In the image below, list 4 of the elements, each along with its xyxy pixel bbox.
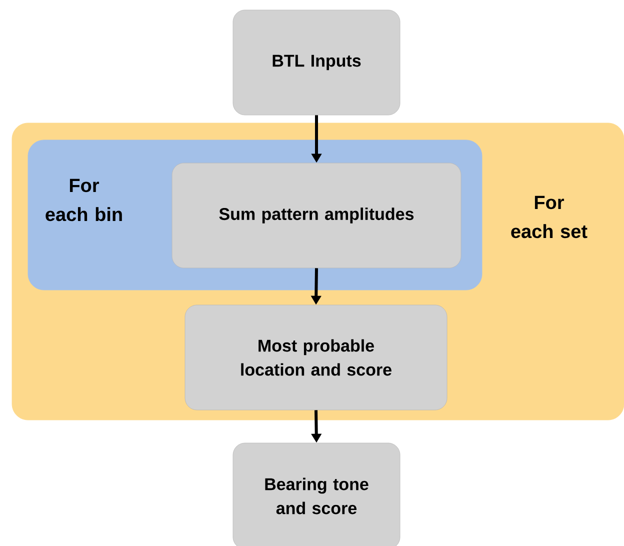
process-box: Sum pattern amplitudes (172, 162, 462, 268)
process-box: BTL Inputs (232, 10, 400, 116)
process-box: Most probable location and score (184, 304, 448, 410)
process-box: Bearing tone and score (232, 442, 400, 546)
